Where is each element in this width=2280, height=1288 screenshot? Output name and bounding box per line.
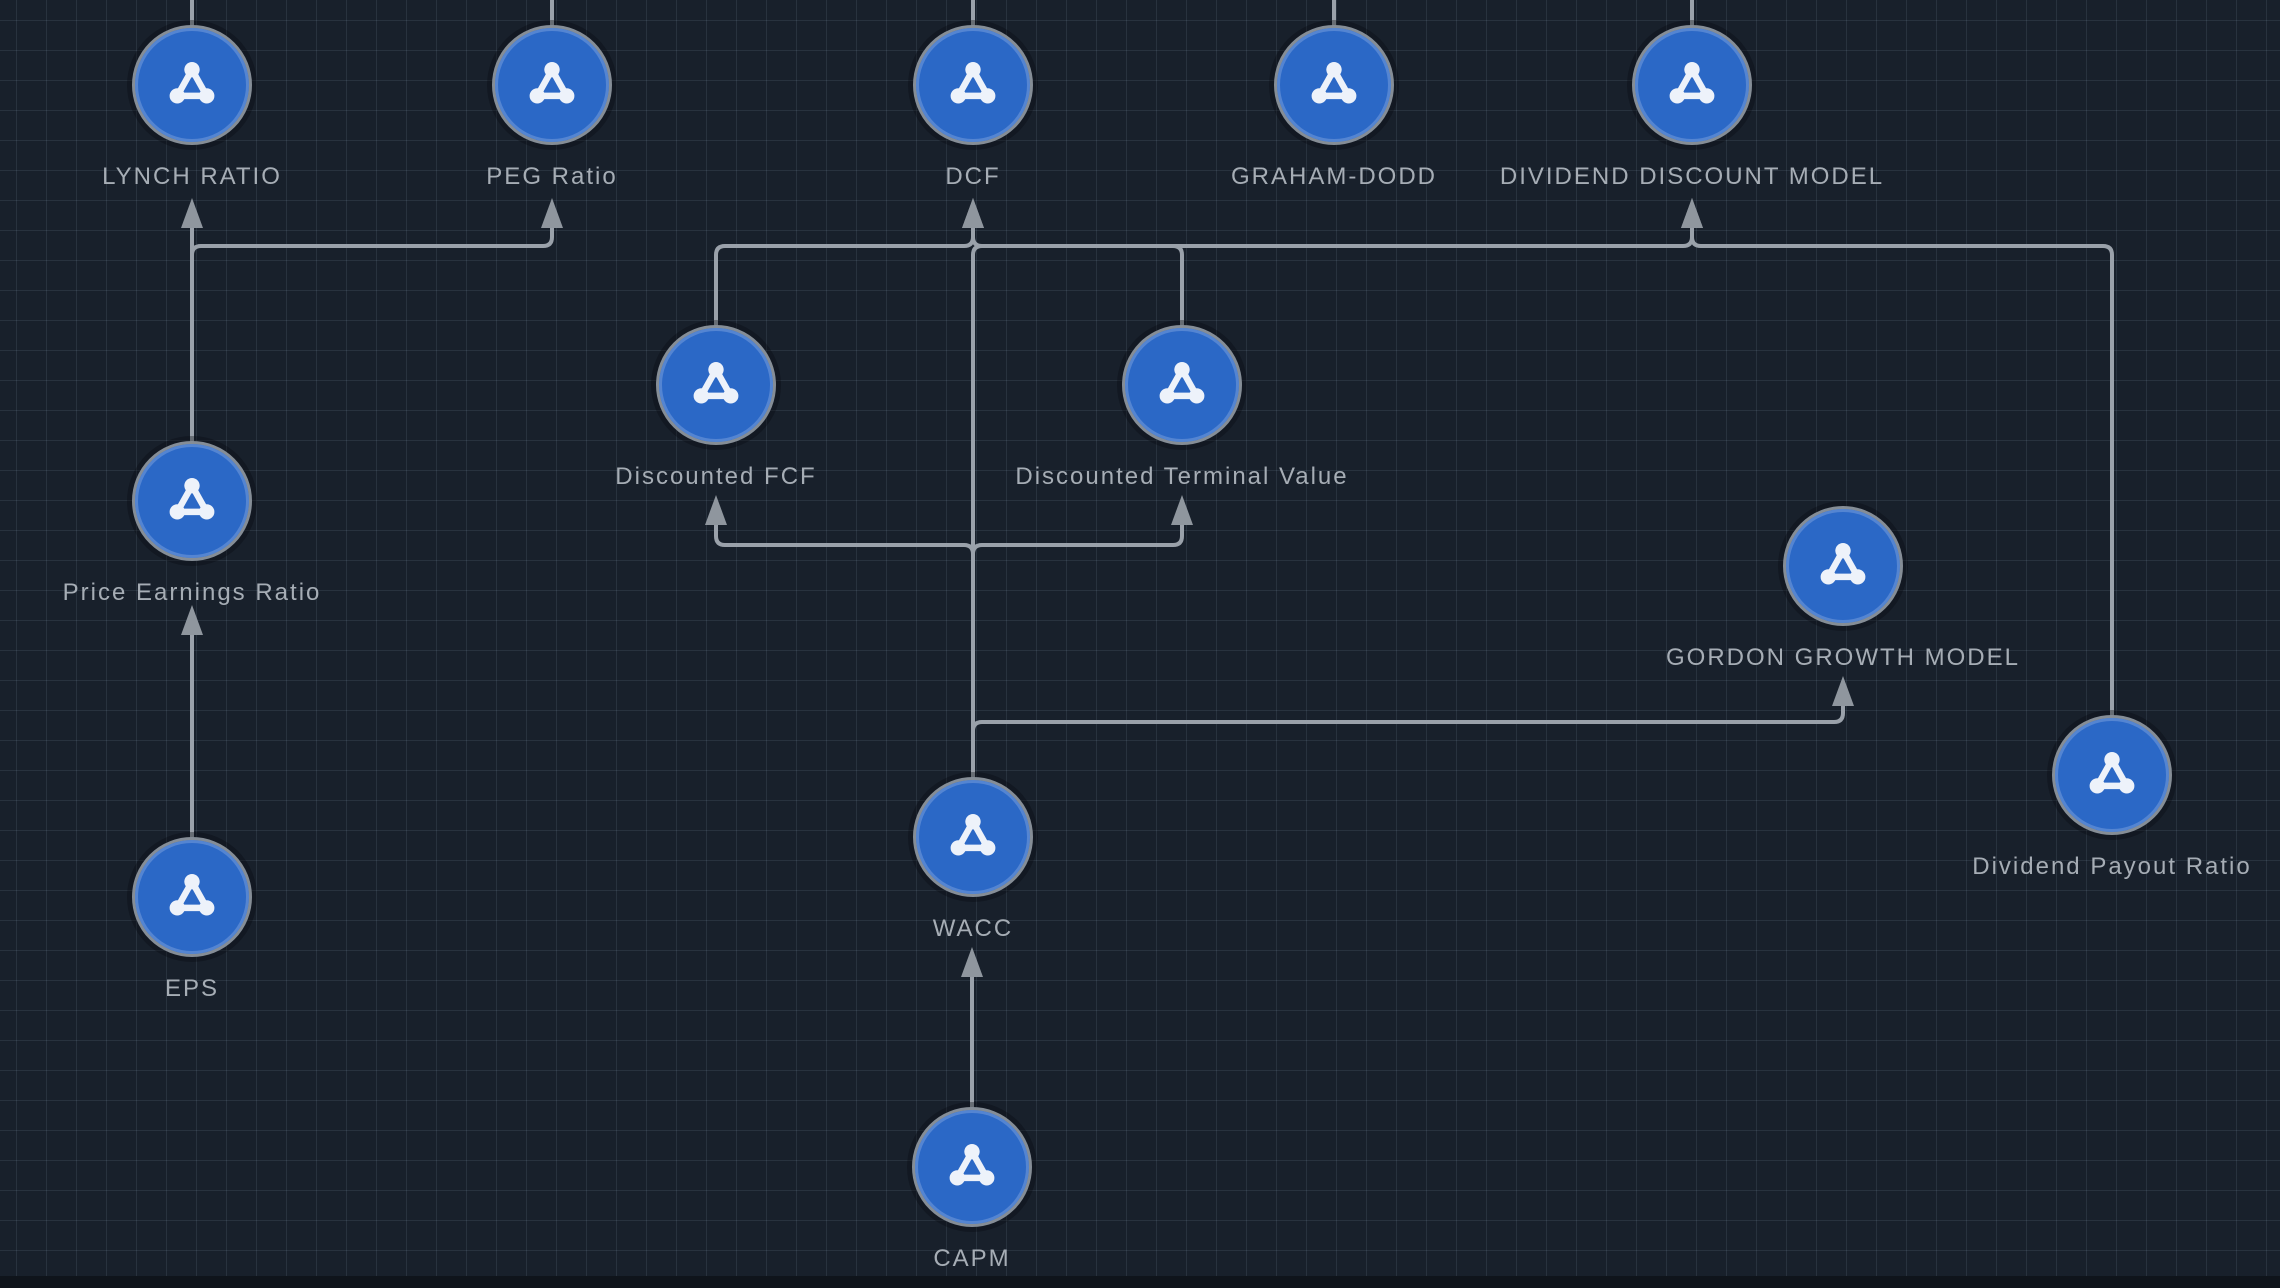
- node-circle[interactable]: [656, 325, 776, 445]
- edge-arrowhead-fcf: [705, 495, 727, 525]
- node-circle[interactable]: [1274, 25, 1394, 145]
- node-circle[interactable]: [1783, 506, 1903, 626]
- edge-arrowhead-lynch: [181, 198, 203, 228]
- model-triangle-icon: [950, 61, 996, 104]
- node-label: Discounted Terminal Value: [1015, 463, 1349, 490]
- node-label: EPS: [164, 975, 220, 1002]
- edge-arrowhead-dcf: [962, 198, 984, 228]
- model-triangle-icon: [949, 1143, 995, 1186]
- edge-arrowhead-peg: [541, 198, 563, 228]
- node-label: DCF: [945, 163, 1001, 190]
- node-circle[interactable]: [132, 441, 252, 561]
- model-triangle-icon: [693, 361, 739, 404]
- node-circle[interactable]: [912, 1107, 1032, 1227]
- edge-arrowhead-wacc: [961, 947, 983, 977]
- edge-per-to-peg[interactable]: [190, 226, 554, 449]
- model-triangle-icon: [169, 477, 215, 520]
- node-label: Dividend Payout Ratio: [1972, 853, 2252, 880]
- edge-dpr-to-ddm[interactable]: [1690, 226, 2114, 723]
- edge-dtv-to-dcf[interactable]: [971, 226, 1184, 333]
- node-label: DIVIDEND DISCOUNT MODEL: [1499, 163, 1885, 190]
- node-circle[interactable]: [1122, 325, 1242, 445]
- edge-wacc-to-ddm[interactable]: [971, 226, 1694, 785]
- node-circle[interactable]: [2052, 715, 2172, 835]
- node-circle[interactable]: [132, 837, 252, 957]
- model-triangle-icon: [1669, 61, 1715, 104]
- node-circle[interactable]: [913, 777, 1033, 897]
- node-label: LYNCH RATIO: [102, 163, 282, 190]
- node-label: Discounted FCF: [615, 463, 817, 490]
- node-label: GRAHAM-DODD: [1231, 163, 1437, 190]
- node-label: CAPM: [933, 1245, 1011, 1272]
- model-triangle-icon: [529, 61, 575, 104]
- edge-arrowhead-ggm: [1832, 676, 1854, 706]
- model-triangle-icon: [2089, 751, 2135, 794]
- edge-wacc-to-dtv[interactable]: [971, 523, 1184, 785]
- edge-arrowhead-ddm: [1681, 198, 1703, 228]
- edge-arrowhead-dtv: [1171, 495, 1193, 525]
- model-triangle-icon: [1159, 361, 1205, 404]
- edge-wacc-to-fcf[interactable]: [714, 523, 975, 785]
- node-circle[interactable]: [1632, 25, 1752, 145]
- model-triangle-icon: [1820, 542, 1866, 585]
- node-label: Price Earnings Ratio: [62, 579, 322, 606]
- model-triangle-icon: [169, 61, 215, 104]
- model-triangle-icon: [1311, 61, 1357, 104]
- canvas-bottom-edge: [0, 1276, 2280, 1288]
- edge-arrowhead-per: [181, 605, 203, 635]
- node-label: GORDON GROWTH MODEL: [1666, 644, 2020, 671]
- model-triangle-icon: [950, 813, 996, 856]
- node-label: PEG Ratio: [486, 163, 618, 190]
- node-circle[interactable]: [492, 25, 612, 145]
- edge-fcf-to-dcf[interactable]: [714, 226, 975, 333]
- node-circle[interactable]: [913, 25, 1033, 145]
- node-circle[interactable]: [132, 25, 252, 145]
- edge-wacc-to-ggm[interactable]: [971, 704, 1845, 785]
- node-label: WACC: [932, 915, 1014, 942]
- model-triangle-icon: [169, 873, 215, 916]
